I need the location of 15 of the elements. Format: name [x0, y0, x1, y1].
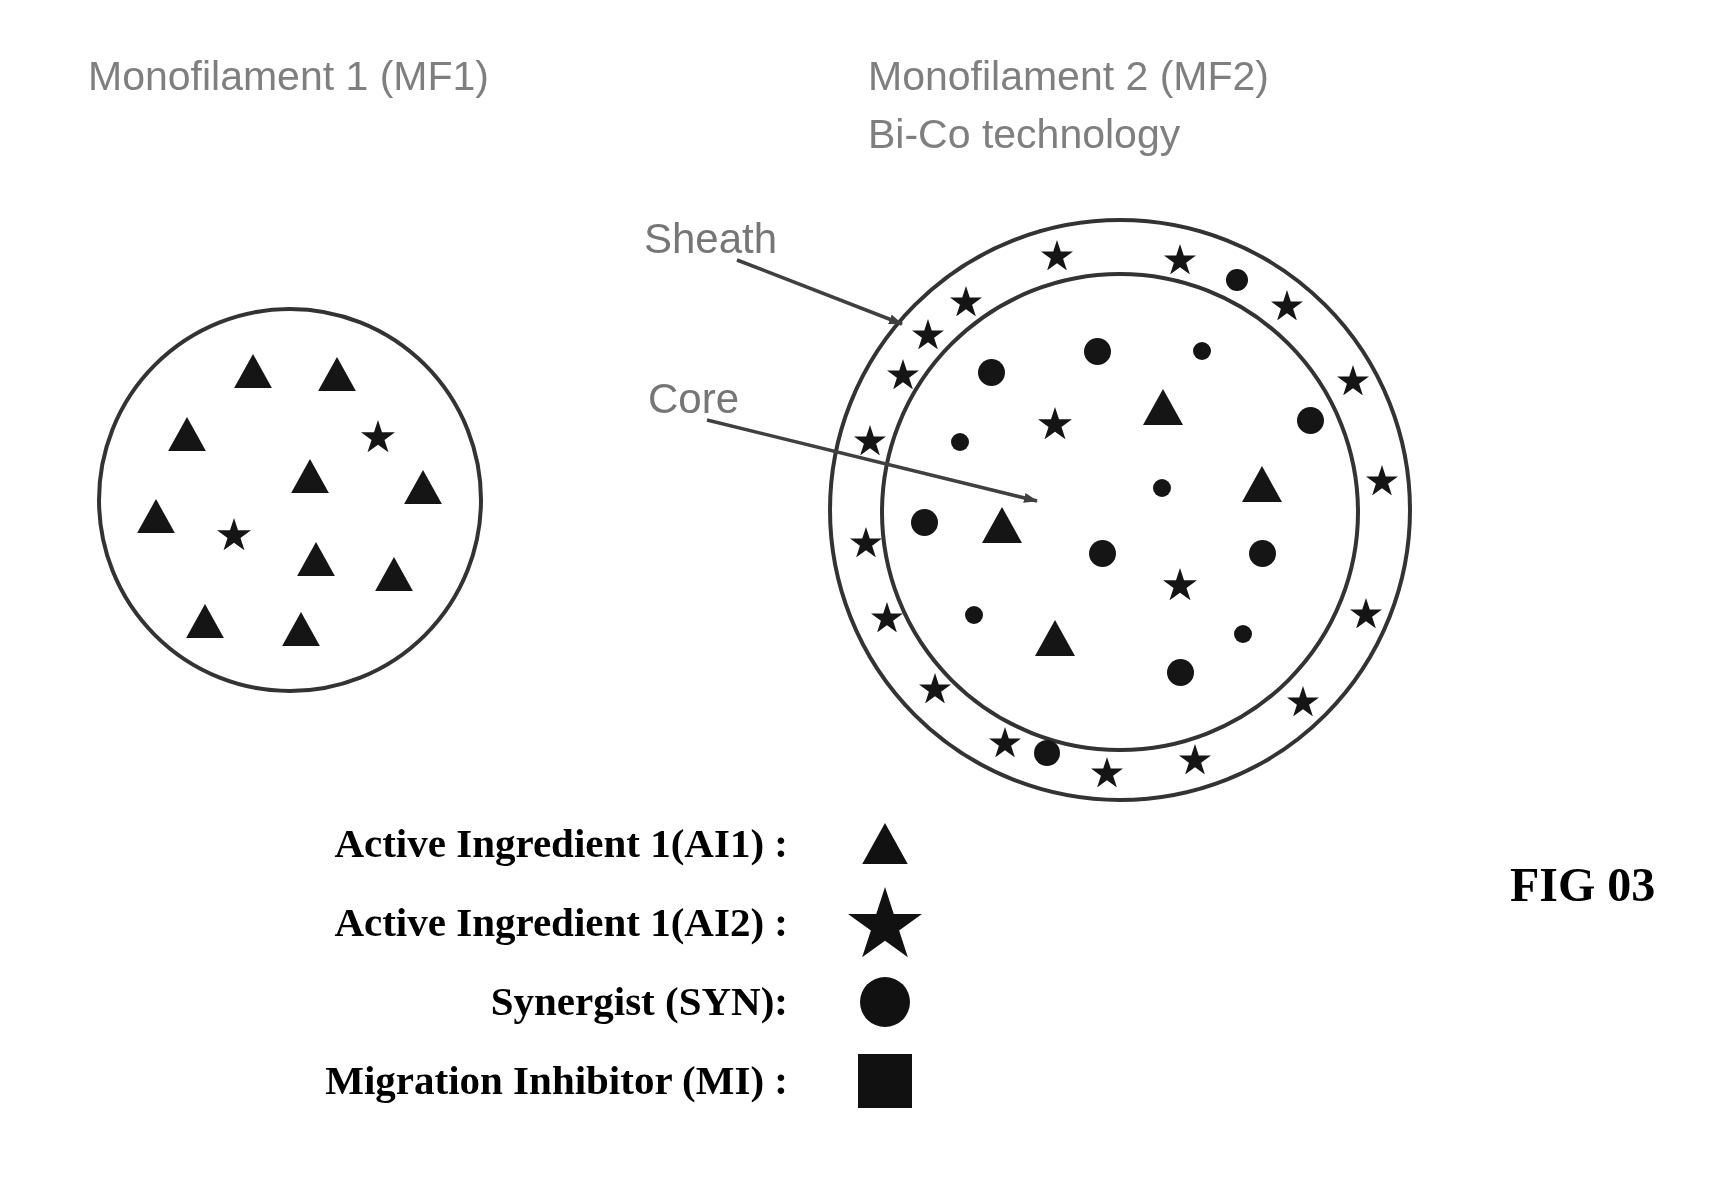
- legend-label: Active Ingredient 1(AI1) :: [333, 823, 788, 864]
- leader-arrow: [736, 258, 903, 326]
- inner-circle: [880, 272, 1360, 752]
- legend-label: Synergist (SYN):: [489, 981, 788, 1022]
- legend-label: Migration Inhibitor (MI) :: [324, 1060, 788, 1101]
- legend-label: Active Ingredient 1(AI2) :: [333, 902, 788, 943]
- figure-number: FIG 03: [1510, 861, 1656, 909]
- outer-ring: [828, 218, 1412, 802]
- fiber-title: Monofilament 1 (MF1): [88, 56, 489, 97]
- part-label: Sheath: [644, 218, 778, 260]
- leader-arrow: [706, 418, 1038, 503]
- fiber-subtitle: Bi-Co technology: [868, 114, 1181, 155]
- fiber-cross-section: [97, 307, 483, 693]
- fiber-title: Monofilament 2 (MF2): [868, 56, 1269, 97]
- part-label: Core: [648, 378, 740, 420]
